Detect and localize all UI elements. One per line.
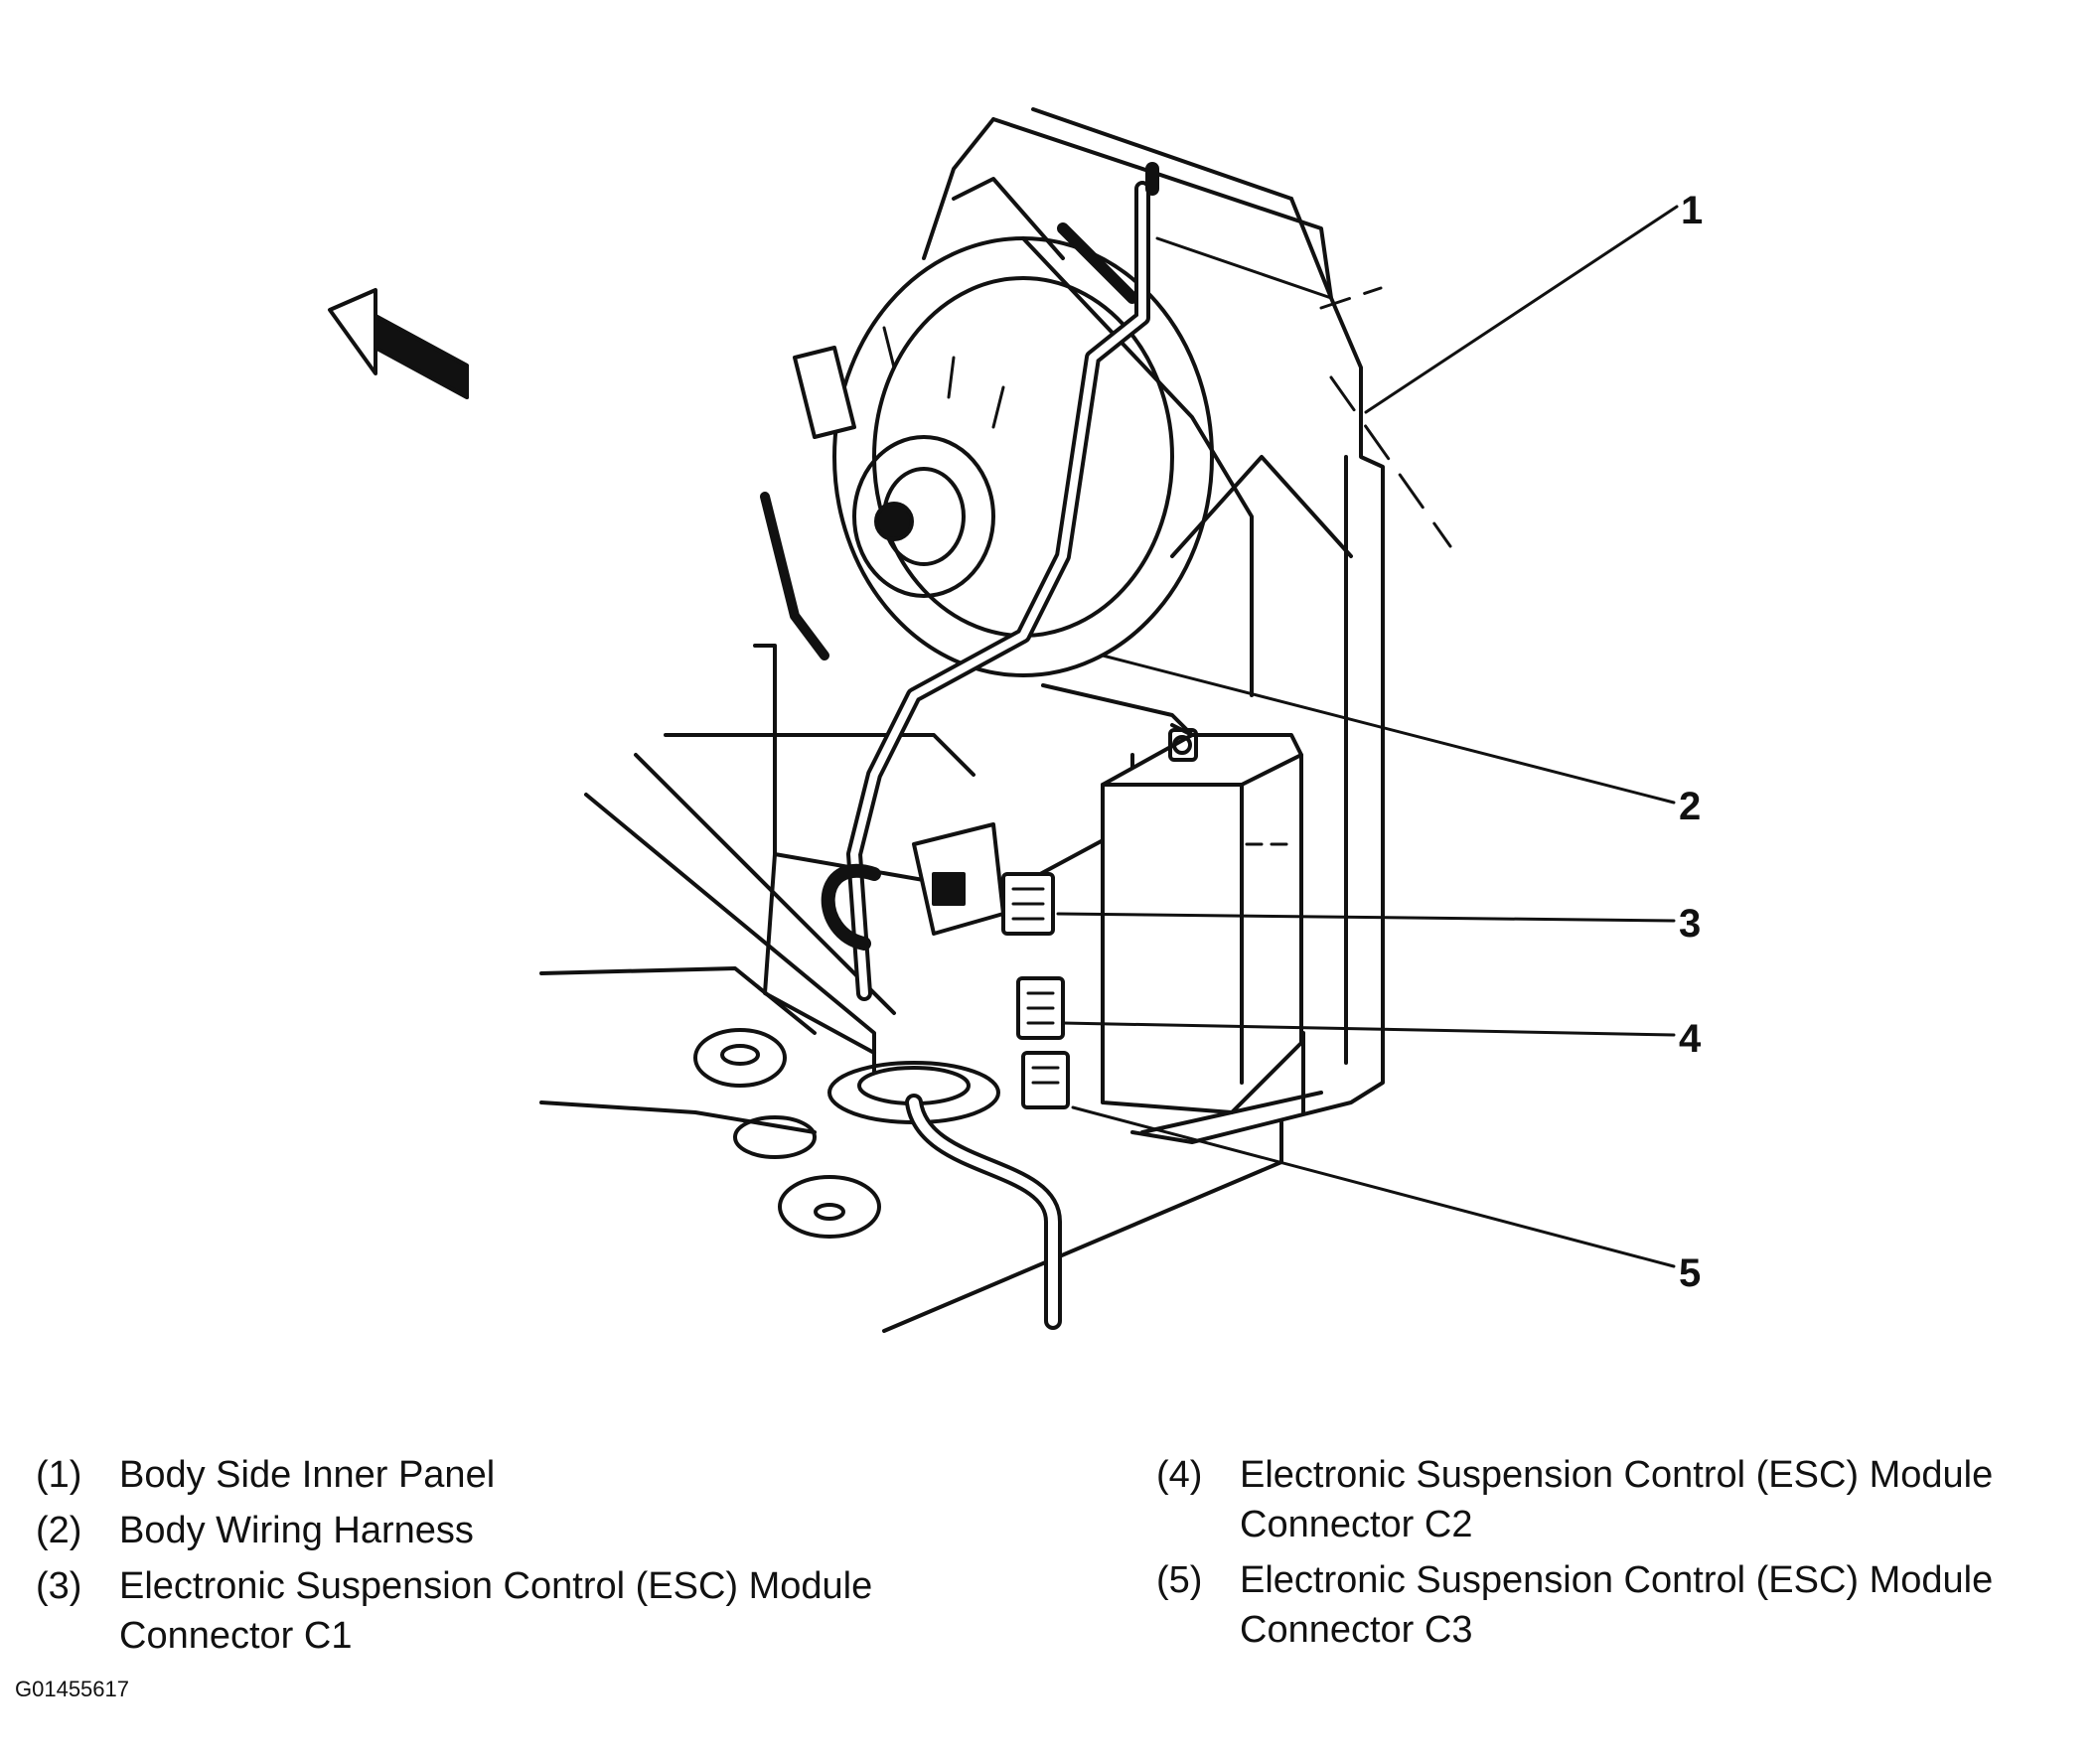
legend-text: Body Side Inner Panel — [119, 1454, 496, 1496]
legend-text: Body Wiring Harness — [119, 1510, 474, 1551]
mounting-bracket — [760, 346, 1005, 936]
connector-c2 — [1016, 976, 1065, 1040]
connector-c3 — [1021, 1051, 1070, 1109]
body-side-inner-panel — [922, 107, 1452, 1164]
component-location-illustration — [328, 107, 1679, 1333]
legend-number: (4) — [1156, 1454, 1203, 1496]
legend-item-3: (3) Electronic Suspension Control (ESC) … — [36, 1561, 970, 1661]
legend-number: (3) — [36, 1565, 82, 1607]
legend-item-4: (4) Electronic Suspension Control (ESC) … — [1156, 1450, 2090, 1549]
callout-4: 4 — [1679, 1017, 1702, 1061]
legend-number: (5) — [1156, 1559, 1203, 1601]
body-wiring-harness — [821, 162, 1159, 1330]
blower-housing — [832, 177, 1353, 757]
figure-id: G01455617 — [15, 1677, 129, 1701]
legend-item-1: (1) Body Side Inner Panel — [36, 1450, 1009, 1500]
legend-left: (1) Body Side Inner Panel (2) Body Wirin… — [36, 1450, 1009, 1667]
lower-housing — [539, 644, 1283, 1333]
callout-2: 2 — [1679, 785, 1702, 828]
direction-arrow-icon — [328, 288, 469, 399]
floor-grommets — [693, 1028, 1000, 1239]
connector-c1 — [1001, 872, 1055, 936]
legend-number: (1) — [36, 1454, 82, 1496]
esc-module — [1101, 723, 1303, 1114]
legend-text: Electronic Suspension Control (ESC) Modu… — [119, 1565, 873, 1657]
legend-number: (2) — [36, 1510, 82, 1551]
leader-lines — [1056, 205, 1679, 1268]
legend-item-2: (2) Body Wiring Harness — [36, 1506, 1009, 1555]
legend-text: Electronic Suspension Control (ESC) Modu… — [1240, 1559, 1994, 1651]
callout-1: 1 — [1681, 189, 1704, 232]
legend-right: (4) Electronic Suspension Control (ESC) … — [1156, 1450, 2090, 1661]
callout-3: 3 — [1679, 902, 1702, 946]
legend-text: Electronic Suspension Control (ESC) Modu… — [1240, 1454, 1994, 1545]
callout-5: 5 — [1679, 1251, 1702, 1295]
legend-item-5: (5) Electronic Suspension Control (ESC) … — [1156, 1555, 2090, 1655]
